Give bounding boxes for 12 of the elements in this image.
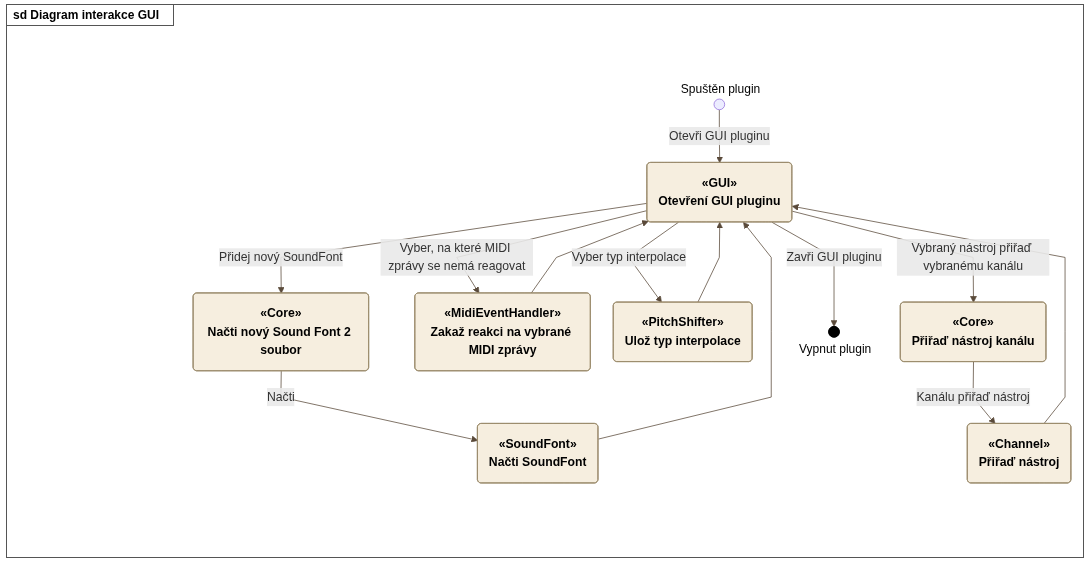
edge-label: Vybraný nástroj přiřaď vybranému kanálu [911,241,1032,273]
node-circle [713,98,726,111]
edge-label: Otevři GUI pluginu [669,129,770,143]
edge-label: Vyber, na které MIDI zprávy se nemá reagovat [388,241,526,273]
edge-label: Zavři GUI pluginu [786,250,882,264]
node-caption: Spuštěn plugin [680,82,761,97]
node-caption: Vypnut plugin [799,342,872,357]
edge-label: Načti [266,390,295,404]
frame-title: sd Diagram interakce GUI [7,5,175,26]
edge-label: Vyber typ interpolace [571,250,686,264]
edge-label: Přidej nový SoundFont [219,250,343,264]
edge-label: Kanálu přiřaď nástroj [916,390,1030,404]
